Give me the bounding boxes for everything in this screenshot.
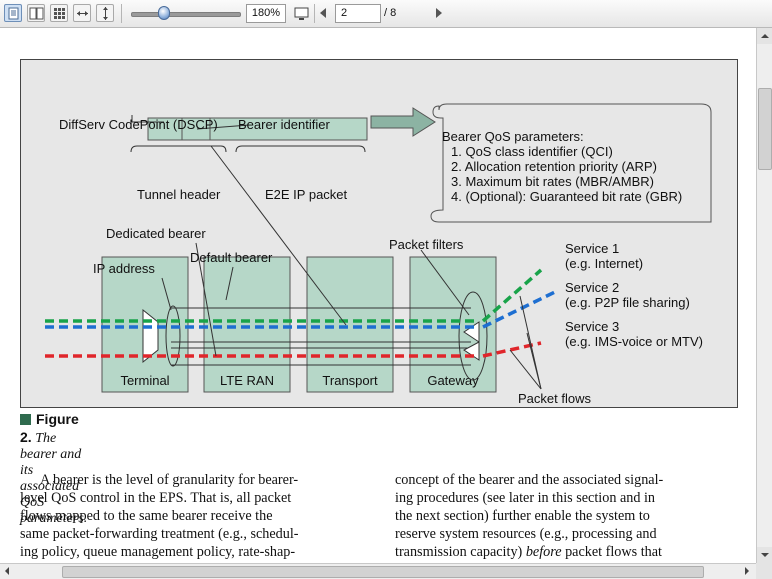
dedicated-bearer-label: Dedicated bearer (106, 226, 206, 241)
service-3-name: Service 3 (565, 319, 619, 334)
scroll-down-button[interactable] (757, 547, 772, 563)
caption-text: The bearer and its associated QoS parame… (20, 431, 88, 526)
terminal-label: Terminal (120, 373, 169, 388)
fit-width-icon (77, 11, 88, 16)
page-number-input[interactable]: 2 (335, 4, 381, 23)
qos-item-2: 2. Allocation retention priority (ARP) (451, 159, 657, 174)
terminal-packet-filter-icon (142, 308, 159, 364)
packet-flows-label: Packet flows (518, 391, 591, 406)
qos-title: Bearer QoS parameters: (442, 129, 584, 144)
body-line: A bearer is the level of granularity for… (40, 472, 299, 488)
scrollbar-corner (756, 563, 772, 579)
document-viewport: DiffServ CodePoint (DSCP) Bearer identif… (0, 28, 756, 563)
qos-item-3: 3. Maximum bit rates (MBR/AMBR) (451, 174, 654, 189)
previous-page-icon[interactable] (320, 8, 326, 18)
two-page-view-button[interactable] (27, 4, 45, 22)
figure-caption: Figure 2. The bearer and its associated … (20, 411, 87, 527)
dscp-label: DiffServ CodePoint (DSCP) (59, 117, 218, 132)
body-line: the next section) further enable the sys… (395, 508, 650, 524)
qos-arrow-icon (370, 107, 436, 137)
terminal-ellipse (165, 305, 181, 367)
transport-label: Transport (322, 373, 378, 388)
tunnel-header-label: Tunnel header (137, 187, 221, 202)
vertical-scrollbar[interactable] (756, 28, 772, 563)
qos-item-4: 4. (Optional): Guaranteed bit rate (GBR) (451, 189, 682, 204)
body-line: ing policy, queue management policy, rat… (20, 544, 296, 560)
qos-item-1: 1. QoS class identifier (QCI) (451, 144, 613, 159)
fit-width-button[interactable] (73, 4, 91, 22)
chevron-right-icon[interactable] (745, 567, 749, 575)
service-2-name: Service 2 (565, 280, 619, 295)
toolbar-separator (314, 4, 315, 23)
ip-address-label: IP address (93, 261, 155, 276)
body-line: concept of the bearer and the associated… (395, 472, 664, 488)
vertical-scroll-thumb[interactable] (758, 88, 772, 170)
zoom-level-field[interactable]: 180% (246, 4, 286, 23)
body-text-span: transmission capacity) (395, 544, 526, 560)
gateway-ellipse (458, 291, 488, 381)
body-line: transmission capacity) before packet flo… (395, 543, 740, 561)
service-1-flow-out (481, 268, 543, 323)
default-bearer-label: Default bearer (190, 250, 273, 265)
caption-square-icon (20, 414, 31, 425)
figure-panel: DiffServ CodePoint (DSCP) Bearer identif… (20, 59, 738, 408)
viewer-toolbar: 180% 2 / 8 (0, 0, 772, 28)
toolbar-separator (121, 4, 122, 23)
chevron-up-icon (761, 34, 769, 38)
two-page-icon (29, 7, 44, 20)
body-left-column: A bearer is the level of granularity for… (20, 471, 365, 561)
qos-scroll-icon (430, 103, 712, 223)
body-right-column: concept of the bearer and the associated… (395, 471, 740, 561)
horizontal-scrollbar[interactable] (0, 563, 756, 579)
e2e-ip-packet-label: E2E IP packet (265, 187, 348, 202)
body-line: reserve system resources (e.g., processi… (395, 526, 657, 542)
gateway-node (409, 256, 497, 393)
fit-height-icon (103, 7, 108, 20)
lte-ran-node (203, 256, 291, 393)
body-line: flows mapped to the same bearer receive … (20, 508, 273, 524)
body-text-span: packet flows that (561, 544, 662, 560)
monitor-icon (294, 7, 309, 20)
service-2-desc: (e.g. P2P file sharing) (565, 295, 690, 310)
thumbnails-view-button[interactable] (50, 4, 68, 22)
lte-ran-label: LTE RAN (220, 373, 274, 388)
e2e-ip-packet-field (209, 117, 368, 141)
chevron-left-icon[interactable] (5, 567, 9, 575)
body-line: level QoS control in the EPS. That is, a… (20, 490, 292, 506)
horizontal-scroll-thumb[interactable] (62, 566, 704, 578)
gateway-label: Gateway (427, 373, 479, 388)
thumbnails-icon (54, 8, 65, 19)
single-page-view-button[interactable] (4, 4, 22, 22)
body-line: ing procedures (see later in this sectio… (395, 490, 656, 506)
transport-node (306, 256, 394, 393)
service-1-desc: (e.g. Internet) (565, 256, 643, 271)
scroll-up-button[interactable] (757, 28, 772, 44)
fullscreen-button[interactable] (292, 4, 310, 22)
caption-figure-label: Figure 2. (20, 411, 79, 445)
chevron-down-icon (761, 553, 769, 557)
single-page-icon (8, 7, 19, 20)
bearer-diagram: DiffServ CodePoint (DSCP) Bearer identif… (45, 103, 712, 406)
zoom-slider-track[interactable] (131, 12, 241, 17)
service-1-name: Service 1 (565, 241, 619, 256)
body-line: same packet-forwarding treatment (e.g., … (20, 526, 299, 542)
fit-height-button[interactable] (96, 4, 114, 22)
body-italic-span: before (525, 544, 562, 560)
service-3-desc: (e.g. IMS-voice or MTV) (565, 334, 703, 349)
zoom-slider-thumb[interactable] (158, 6, 170, 20)
page-total-label: / 8 (384, 7, 397, 19)
next-page-icon[interactable] (436, 8, 442, 18)
packet-filters-label: Packet filters (389, 237, 464, 252)
bearer-identifier-label: Bearer identifier (238, 117, 330, 132)
